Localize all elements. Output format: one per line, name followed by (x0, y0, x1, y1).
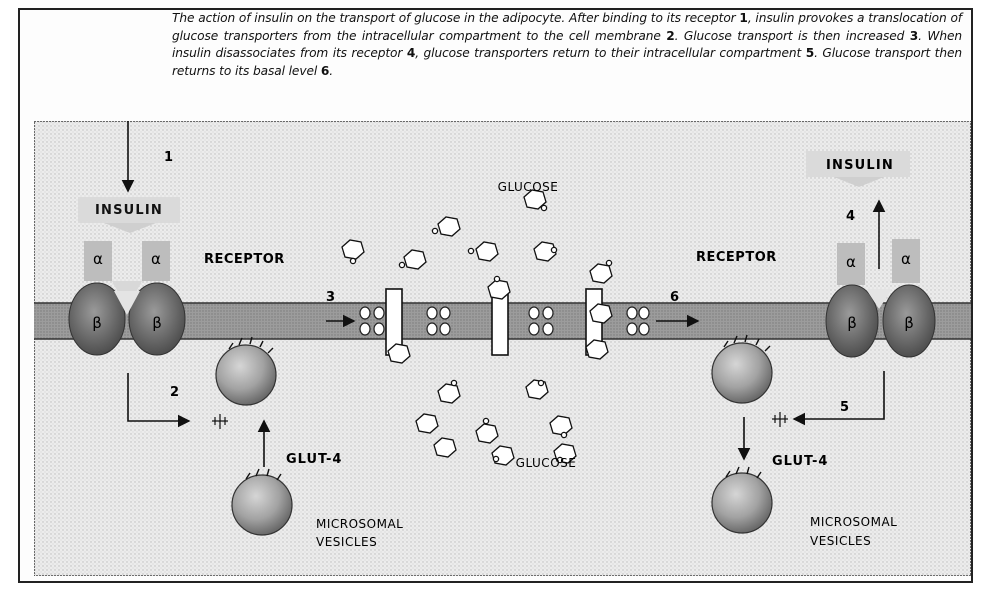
microsomal-left-label-1: MICROSOMAL (316, 517, 403, 531)
caption-step-number: 1 (739, 11, 747, 25)
beta-right-1: β (847, 314, 857, 332)
step-6-label: 6 (670, 290, 679, 305)
caption-step-number: 4 (407, 46, 415, 60)
insulin-diagram: INSULIN 1 α α β β RECEPTOR 2 GLUT-4 MICR… (34, 121, 971, 576)
step-5-label: 5 (840, 400, 849, 415)
receptor-right-label: RECEPTOR (696, 250, 777, 265)
glucose-top-label: GLUCOSE (498, 180, 559, 194)
insulin-right-label: INSULIN (826, 158, 894, 173)
caption-step-number: 5 (806, 46, 814, 60)
caption-text: . Glucose transport is then increased (675, 29, 910, 43)
microsomal-right-label-2: VESICLES (810, 534, 871, 548)
alpha-right-1: α (846, 253, 856, 271)
alpha-left-1: α (93, 250, 103, 268)
caption-text: . (329, 64, 333, 78)
caption-text: , glucose transporters return to their i… (415, 46, 805, 60)
microsomal-left-label-2: VESICLES (316, 535, 377, 549)
caption-step-number: 2 (666, 29, 674, 43)
alpha-right-2: α (901, 250, 911, 268)
microsomal-right-label-1: MICROSOMAL (810, 515, 897, 529)
beta-left-1: β (92, 314, 102, 332)
glut4-right-label: GLUT-4 (772, 454, 828, 469)
step-3-label: 3 (326, 290, 335, 305)
caption-step-number: 3 (910, 29, 918, 43)
alpha-left-2: α (151, 250, 161, 268)
beta-left-2: β (152, 314, 162, 332)
glucose-bottom-label: GLUCOSE (516, 456, 577, 470)
receptor-left-label: RECEPTOR (204, 252, 285, 267)
step-1-label: 1 (164, 150, 173, 165)
step-4-label: 4 (846, 209, 855, 224)
caption-text: The action of insulin on the transport o… (172, 11, 739, 25)
insulin-left-label: INSULIN (95, 203, 163, 218)
beta-right-2: β (904, 314, 914, 332)
glut4-left-label: GLUT-4 (286, 452, 342, 467)
figure-caption: The action of insulin on the transport o… (172, 10, 962, 80)
step-2-label: 2 (170, 385, 179, 400)
